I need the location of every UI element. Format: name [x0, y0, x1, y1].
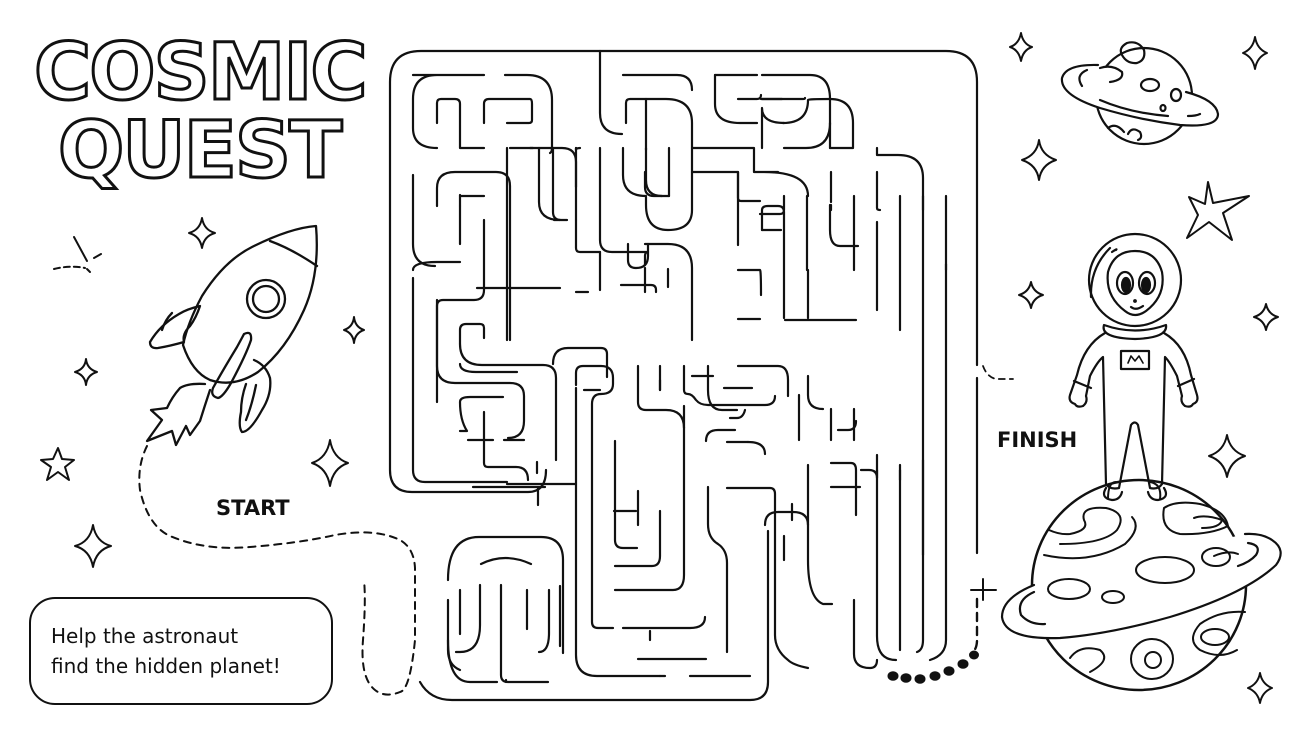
start-label: START [216, 496, 290, 520]
title-line-2: QUEST [56, 106, 343, 196]
start-dash-trail[interactable] [139, 446, 415, 695]
shooting-star-lines [54, 237, 101, 272]
finish-exit-trail [887, 650, 979, 684]
maze-outer-wall [390, 51, 977, 700]
sparkle-star-icon [1010, 33, 1278, 703]
hint-line-1: Help the astronaut [51, 624, 239, 648]
sparkle-star-icon [41, 218, 364, 567]
ringed-planet-icon [1062, 42, 1218, 144]
maze[interactable] [390, 51, 977, 700]
rocket-icon [147, 226, 317, 445]
ringed-planet-icon [1002, 480, 1281, 690]
finish-entry-trail [973, 599, 977, 652]
cross-mark-icon [971, 579, 996, 600]
hint-text: Help the astronaut find the hidden plane… [51, 621, 281, 681]
finish-label: FINISH [997, 428, 1078, 452]
alien-astronaut [1070, 234, 1198, 500]
hint-line-2: find the hidden planet! [51, 654, 281, 678]
hint-box: Help the astronaut find the hidden plane… [29, 597, 333, 705]
finish-dash-trail [983, 366, 1013, 379]
title-line-1: COSMIC [33, 28, 370, 118]
